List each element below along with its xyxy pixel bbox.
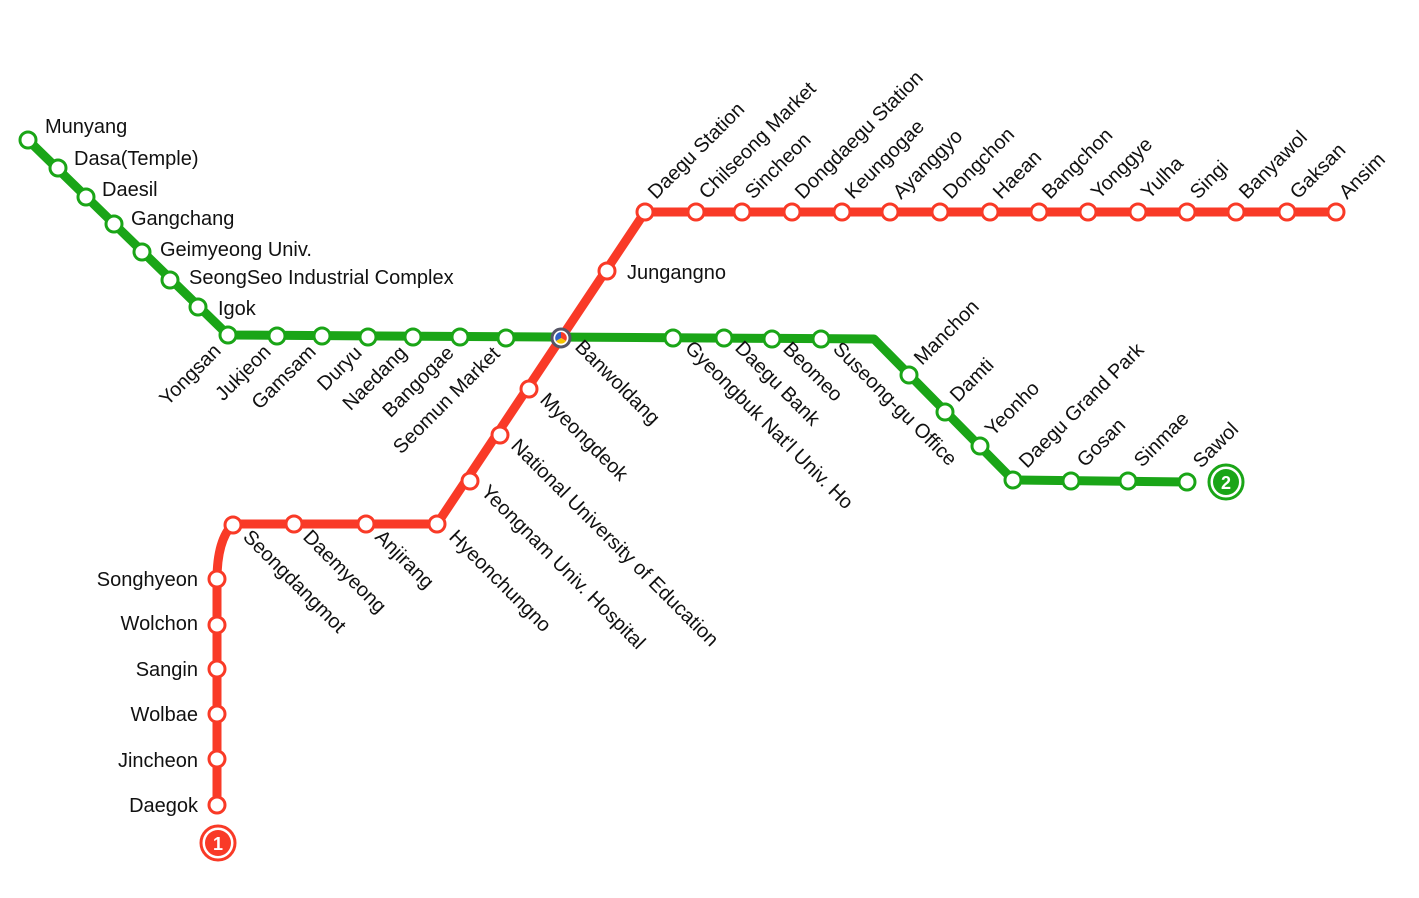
station-label: Wolchon [121,613,198,635]
station-marker[interactable] [635,202,655,222]
station-marker[interactable] [1128,202,1148,222]
station-label: Wolbae [131,704,198,726]
station-marker[interactable] [1326,202,1346,222]
line-2-badge[interactable]: 2 [1207,463,1245,501]
station-label: Daegok [129,795,199,817]
station-label: Yeonho [981,378,1044,441]
station-marker[interactable] [403,327,423,347]
station-marker[interactable] [207,795,227,815]
station-marker[interactable] [76,187,96,207]
station-label: SeongSeo Industrial Complex [189,267,454,289]
transfer-station-marker[interactable] [550,327,572,349]
station-marker[interactable] [732,202,752,222]
station-marker[interactable] [663,328,683,348]
station-marker[interactable] [980,202,1000,222]
station-label: Manchon [910,296,984,370]
station-marker[interactable] [1177,202,1197,222]
station-marker[interactable] [358,327,378,347]
station-marker[interactable] [207,615,227,635]
station-marker[interactable] [1061,471,1081,491]
station-marker[interactable] [1078,202,1098,222]
line-1-track [212,207,1341,810]
transfer-icon-blue [555,332,561,341]
station-marker[interactable] [782,202,802,222]
station-label: Gangchang [131,208,234,230]
badge-inner [1213,469,1239,495]
station-label: Banwoldang [570,336,663,429]
station-label: Yongsan [155,340,225,410]
station-marker[interactable] [104,214,124,234]
station-marker[interactable] [18,130,38,150]
line-1-stations [207,202,1346,815]
station-label: Daesil [102,179,158,201]
station-marker[interactable] [597,261,617,281]
station-marker[interactable] [899,365,919,385]
station-marker[interactable] [218,325,238,345]
station-marker[interactable] [970,436,990,456]
station-marker[interactable] [207,659,227,679]
station-marker[interactable] [1226,202,1246,222]
station-marker[interactable] [519,379,539,399]
station-marker[interactable] [450,327,470,347]
station-label: Damti [946,354,998,406]
badge-number: 2 [1221,473,1231,493]
station-marker[interactable] [490,425,510,445]
badge-inner [205,830,231,856]
station-marker[interactable] [207,749,227,769]
station-marker[interactable] [832,202,852,222]
station-marker[interactable] [811,329,831,349]
station-marker[interactable] [460,471,480,491]
station-marker[interactable] [267,326,287,346]
station-label: Jincheon [118,750,198,772]
station-marker[interactable] [223,515,243,535]
station-label: Seongdangmot [238,526,350,638]
station-marker[interactable] [930,202,950,222]
station-marker[interactable] [427,514,447,534]
station-marker[interactable] [132,242,152,262]
station-label: Gosan [1073,414,1130,471]
station-marker[interactable] [1003,470,1023,490]
station-marker[interactable] [686,202,706,222]
station-marker[interactable] [762,329,782,349]
line-1-badge[interactable]: 1 [199,824,237,862]
badge-number: 1 [213,834,223,854]
line-2-stations [18,130,1197,492]
station-marker[interactable] [207,704,227,724]
station-label: Jungangno [627,262,726,284]
station-label: Sawol [1189,418,1243,472]
line-1-labels: Daegok Jincheon Wolbae Sangin Wolchon So… [97,67,1390,817]
station-marker[interactable] [880,202,900,222]
station-marker[interactable] [1029,202,1049,222]
station-label: Sangin [136,659,198,681]
station-marker[interactable] [284,514,304,534]
station-label: Sinmae [1130,408,1194,472]
transfer-icon-red [561,332,567,341]
station-marker[interactable] [714,328,734,348]
station-marker[interactable] [312,326,332,346]
station-marker[interactable] [48,158,68,178]
station-label: Geimyeong Univ. [160,239,312,261]
station-label: Dasa(Temple) [74,148,198,170]
station-marker[interactable] [188,297,208,317]
station-marker[interactable] [356,514,376,534]
station-marker[interactable] [1118,471,1138,491]
station-label: Munyang [45,116,127,138]
station-label: Singi [1186,157,1233,204]
transfer-icon-yellow [556,338,566,344]
station-label: Songhyeon [97,569,198,591]
station-marker[interactable] [207,569,227,589]
station-marker[interactable] [496,328,516,348]
station-marker[interactable] [1277,202,1297,222]
station-label: Igok [218,298,257,320]
station-label: Anjirang [370,526,437,593]
station-marker[interactable] [160,270,180,290]
station-marker[interactable] [935,402,955,422]
station-marker[interactable] [1177,472,1197,492]
